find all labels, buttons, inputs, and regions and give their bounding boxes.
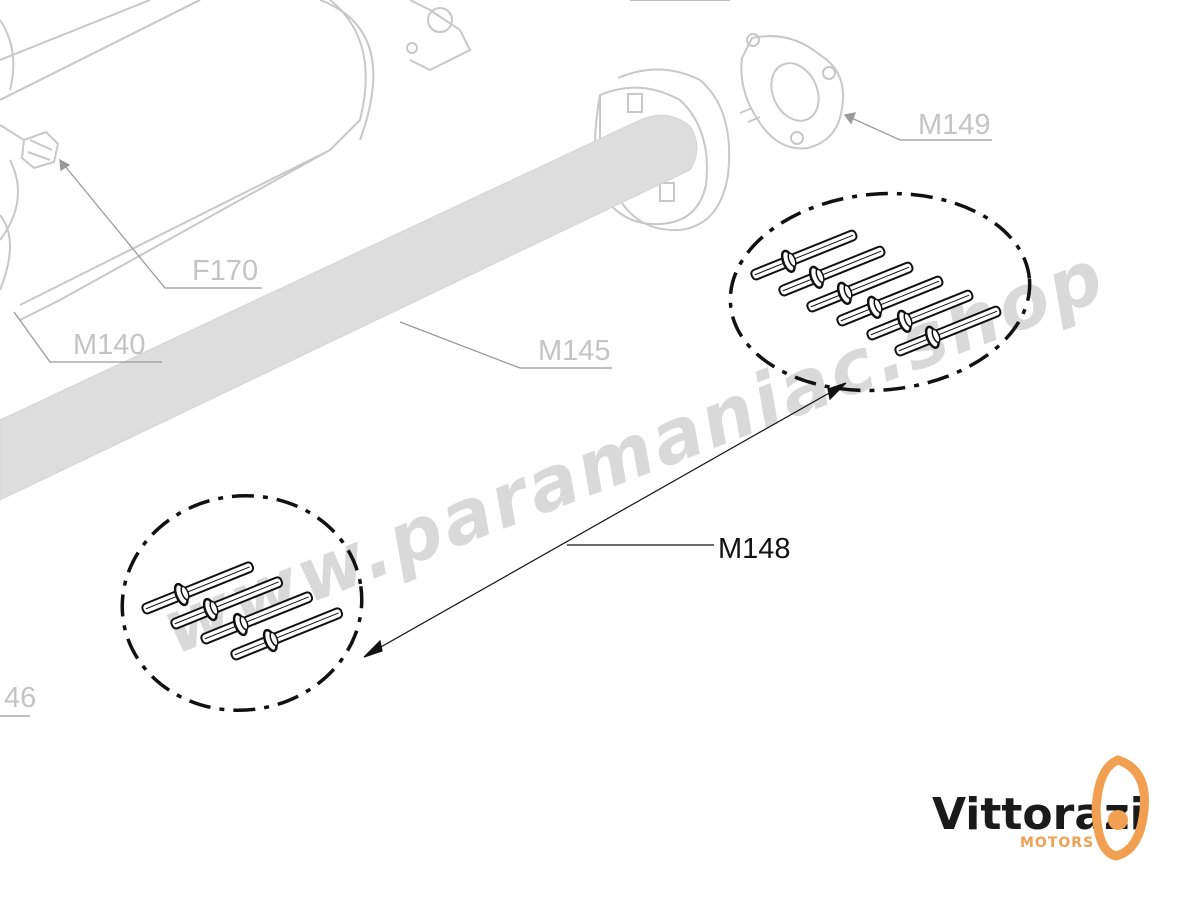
label-m146-partial: 46: [4, 682, 36, 714]
label-m149: M149: [918, 109, 991, 141]
brand-name: Vittorazi: [932, 789, 1145, 840]
rivet: [836, 275, 944, 327]
rivet-group-right: [728, 191, 1032, 393]
label-m148: M148: [718, 533, 791, 565]
rivet: [894, 305, 1002, 357]
label-m145: M145: [538, 335, 611, 367]
rivet: [141, 561, 255, 615]
muffler-top-curve: [319, 0, 375, 141]
dashed-circle-right: [728, 191, 1032, 393]
vittorazi-logo: Vittorazi MOTORS: [932, 755, 1149, 861]
rivet: [230, 607, 344, 661]
muffler-end-cap: [409, 0, 472, 72]
rivet: [750, 229, 858, 281]
leader-m148: [363, 382, 847, 658]
dashed-circle-left: [120, 493, 364, 713]
muffler-outline: [0, 0, 367, 321]
rivet: [200, 591, 314, 645]
label-m140: M140: [73, 329, 146, 361]
tailpipe-m145: [0, 114, 698, 501]
label-f170: F170: [192, 255, 258, 287]
flange-m149: [739, 33, 844, 150]
brand-emblem-icon: [1091, 755, 1149, 861]
rivet: [778, 245, 886, 297]
rivet: [806, 261, 914, 313]
rivet: [866, 289, 974, 341]
brand-sub: MOTORS: [1020, 835, 1094, 851]
ghost-leaders: [0, 0, 992, 717]
bolt-f170: [0, 124, 60, 170]
rivet: [170, 576, 284, 630]
rivet-group-left: [120, 493, 364, 713]
